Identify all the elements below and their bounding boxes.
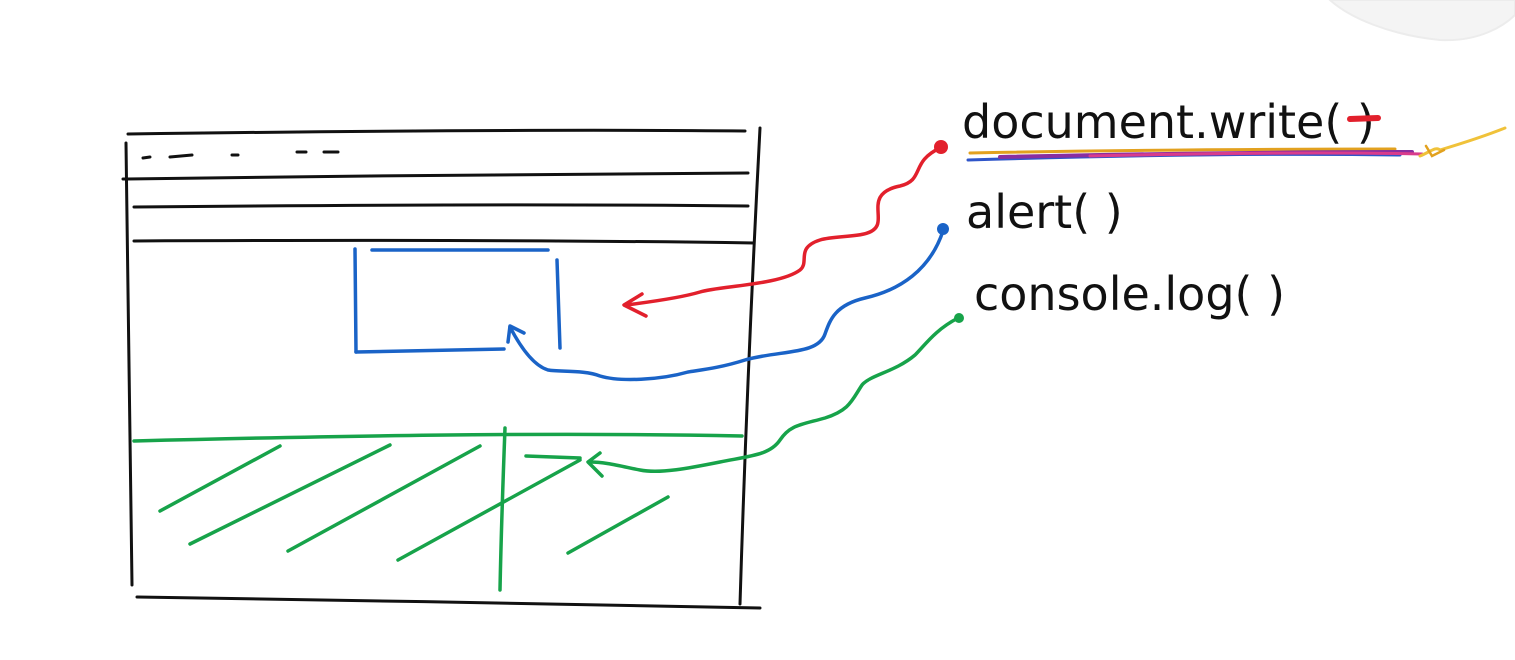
console-entry-line	[524, 454, 582, 460]
document-write-red-dash	[1347, 115, 1381, 122]
document-write-dot	[934, 140, 948, 154]
document-write-arrowhead	[622, 292, 648, 318]
window-right-edge	[738, 126, 762, 606]
console-hatch	[158, 444, 282, 513]
console-log-connector	[586, 316, 960, 478]
underline-tail-yellow	[1418, 126, 1507, 158]
console-log-arrowhead	[586, 451, 604, 478]
console-hatch	[396, 458, 582, 562]
window-top-edge	[126, 128, 747, 136]
alert-arrow-line	[508, 229, 945, 382]
tab-dash	[168, 153, 194, 159]
alert-box-right	[555, 258, 562, 350]
document-write-underline	[966, 126, 1507, 162]
console-log-dot	[954, 313, 964, 323]
console-hatch	[286, 444, 482, 553]
underline-check-orange	[1424, 144, 1446, 158]
alert-label: alert( )	[966, 185, 1123, 239]
document-write-connector	[622, 146, 942, 318]
console-divider	[498, 426, 507, 592]
console-top-edge	[132, 432, 744, 443]
console-log-label: console.log( )	[974, 267, 1285, 321]
toolbar-separator	[132, 238, 756, 245]
console-hatch	[188, 443, 392, 546]
window-left-edge	[124, 141, 134, 587]
document-write-arrow-line	[624, 146, 942, 307]
alert-arrowhead	[506, 324, 526, 344]
console-hatch	[566, 495, 670, 555]
window-bottom-edge	[135, 595, 762, 610]
underline-stroke-orange	[968, 147, 1397, 155]
browser-window-sketch	[121, 126, 762, 610]
alert-box-left	[353, 247, 358, 354]
alert-box-bottom	[354, 347, 506, 354]
alert-connector	[506, 229, 945, 382]
document-write-label: document.write( )	[962, 95, 1375, 149]
tab-dash	[141, 155, 152, 160]
corner-smudge	[1328, 0, 1515, 42]
underline-stroke-pink	[1088, 151, 1424, 158]
alert-dialog-sketch	[353, 247, 562, 354]
console-log-arrow-line	[588, 316, 960, 474]
console-panel-sketch	[132, 426, 744, 592]
address-bar-line	[132, 203, 750, 209]
title-bar-separator	[121, 171, 750, 181]
alert-dot	[937, 223, 949, 235]
